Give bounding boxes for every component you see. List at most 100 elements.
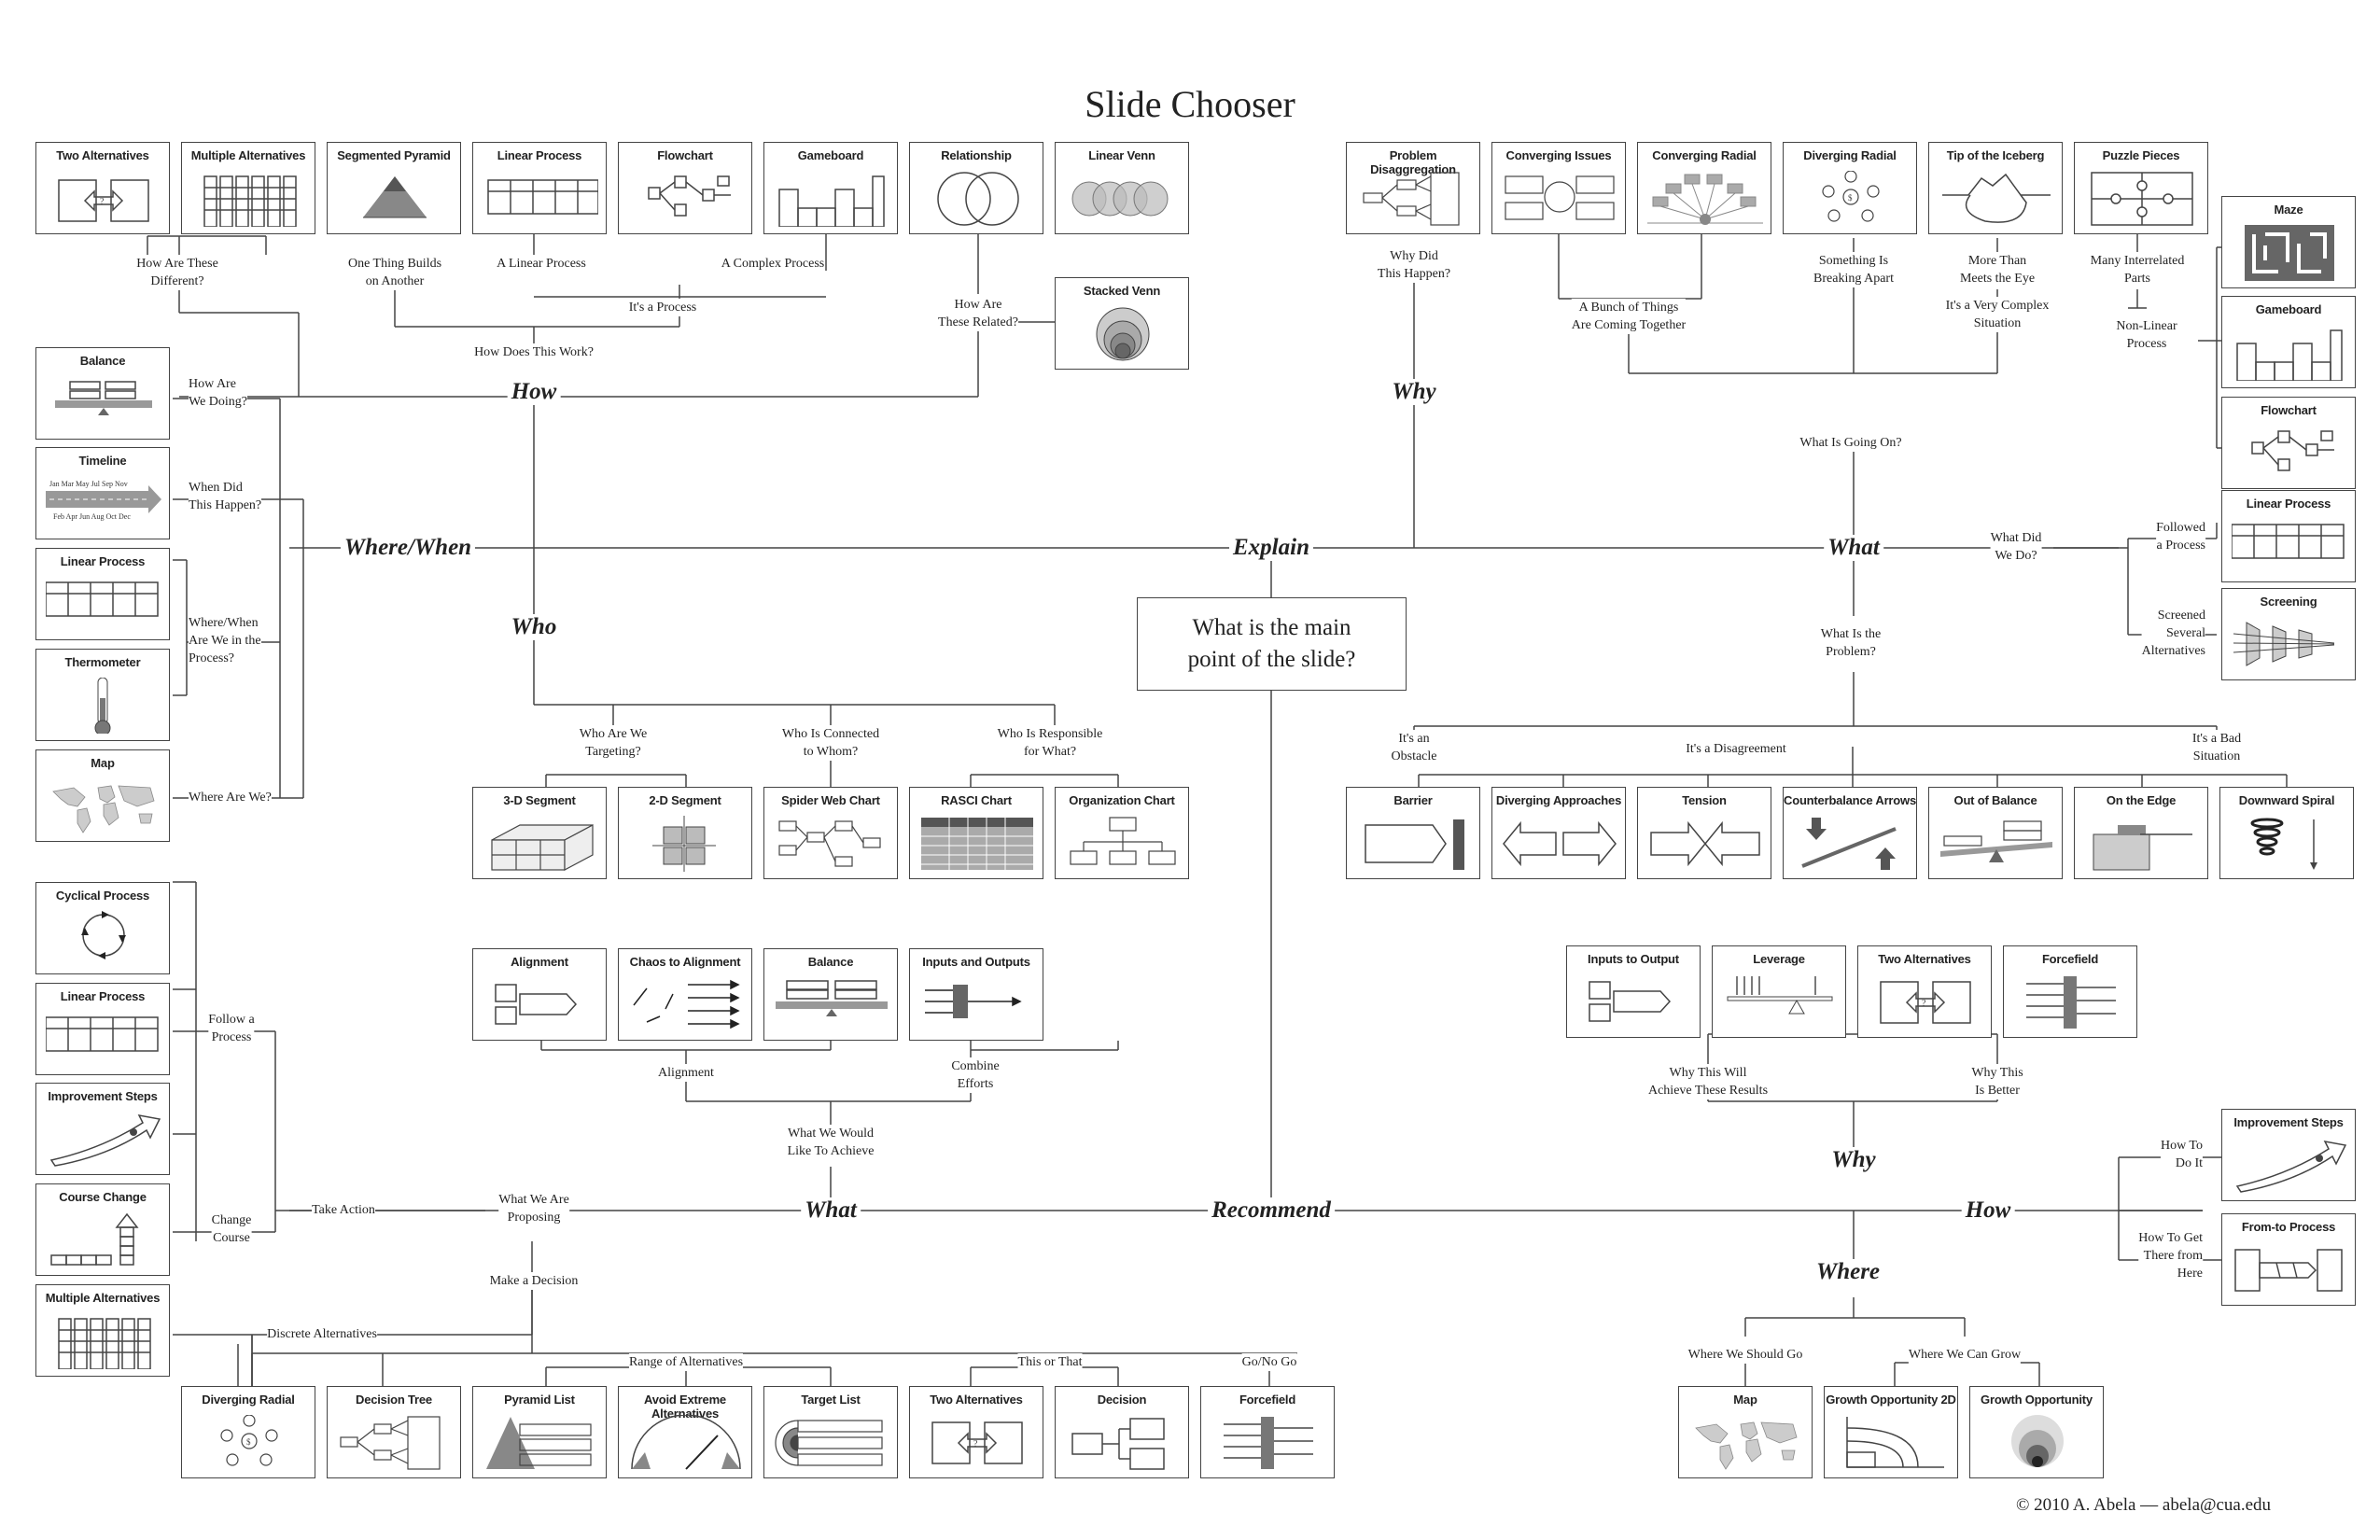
card-course-change[interactable]: Course Change xyxy=(35,1183,170,1276)
label-where-can-grow: Where We Can Grow xyxy=(1908,1346,2022,1364)
card-inputs-to-output[interactable]: Inputs to Output xyxy=(1566,945,1701,1038)
card-segmented-pyramid[interactable]: Segmented Pyramid xyxy=(327,142,461,234)
svg-text:$: $ xyxy=(1848,193,1853,203)
card-cyclical-process[interactable]: Cyclical Process xyxy=(35,882,170,974)
card-forcefield-bot[interactable]: Forcefield xyxy=(1200,1386,1335,1478)
card-linear-process-top[interactable]: Linear Process xyxy=(472,142,607,234)
label-alignment: Alignment xyxy=(658,1064,714,1082)
card-title: Leverage xyxy=(1753,952,1805,966)
card-improvement-steps-right[interactable]: Improvement Steps xyxy=(2221,1109,2356,1201)
card-leverage[interactable]: Leverage xyxy=(1712,945,1846,1038)
card-title: Stacked Venn xyxy=(1083,284,1161,298)
card-rasci[interactable]: RASCI Chart xyxy=(909,787,1043,879)
linear-process-icon xyxy=(2232,524,2345,559)
card-3d-segment[interactable]: 3-D Segment xyxy=(472,787,607,879)
card-title: Improvement Steps xyxy=(2233,1115,2344,1129)
card-gameboard-top[interactable]: Gameboard xyxy=(763,142,898,234)
card-title: Pyramid List xyxy=(504,1393,575,1407)
card-from-to-process[interactable]: From-to Process xyxy=(2221,1213,2356,1306)
card-two-alternatives-top[interactable]: Two Alternatives ? xyxy=(35,142,170,234)
flowchart-icon xyxy=(2251,430,2334,471)
card-multiple-alternatives-top[interactable]: Multiple Alternatives xyxy=(181,142,315,234)
label-why-better: Why This Is Better xyxy=(1971,1064,2023,1099)
card-map-bottom[interactable]: Map xyxy=(1678,1386,1813,1478)
card-relationship[interactable]: Relationship xyxy=(909,142,1043,234)
card-org-chart[interactable]: Organization Chart xyxy=(1055,787,1189,879)
card-balance-left[interactable]: Balance xyxy=(35,347,170,440)
card-flowchart-right[interactable]: Flowchart xyxy=(2221,397,2356,489)
card-converging-issues[interactable]: Converging Issues xyxy=(1491,142,1626,234)
card-chaos-alignment[interactable]: Chaos to Alignment xyxy=(618,948,752,1041)
label-what-problem: What Is the Problem? xyxy=(1820,625,1882,661)
diverging-arrows-icon xyxy=(1503,820,1617,867)
card-puzzle-pieces[interactable]: Puzzle Pieces xyxy=(2074,142,2208,234)
card-alignment[interactable]: Alignment xyxy=(472,948,607,1041)
card-stacked-venn[interactable]: Stacked Venn xyxy=(1055,277,1189,370)
card-title: Balance xyxy=(79,354,126,368)
card-converging-radial[interactable]: Converging Radial xyxy=(1637,142,1771,234)
card-decision[interactable]: Decision xyxy=(1055,1386,1189,1478)
gauge-icon xyxy=(631,1415,741,1470)
card-map-left[interactable]: Map xyxy=(35,749,170,842)
card-on-the-edge[interactable]: On the Edge xyxy=(2074,787,2208,879)
card-flowchart-top[interactable]: Flowchart xyxy=(618,142,752,234)
hub-how-top: How xyxy=(507,379,561,405)
card-linear-process-bl[interactable]: Linear Process xyxy=(35,983,170,1075)
card-maze[interactable]: Maze xyxy=(2221,196,2356,288)
card-problem-disagg[interactable]: Problem Disaggregation xyxy=(1346,142,1480,234)
card-downward-spiral[interactable]: Downward Spiral xyxy=(2219,787,2354,879)
label-whats-going-on: What Is Going On? xyxy=(1799,434,1902,452)
card-pyramid-list[interactable]: Pyramid List xyxy=(472,1386,607,1478)
card-forcefield-mid[interactable]: Forcefield xyxy=(2003,945,2137,1038)
card-target-list[interactable]: Target List xyxy=(763,1386,898,1478)
card-diverging-radial-top[interactable]: Diverging Radial $ xyxy=(1783,142,1917,234)
card-gameboard-right[interactable]: Gameboard xyxy=(2221,296,2356,388)
card-diverging-approaches[interactable]: Diverging Approaches xyxy=(1491,787,1626,879)
card-title: Growth Opportunity xyxy=(1981,1393,2093,1407)
card-two-alternatives-mid[interactable]: Two Alternatives ? xyxy=(1857,945,1992,1038)
card-linear-process-left[interactable]: Linear Process xyxy=(35,548,170,640)
card-two-alternatives-bot[interactable]: Two Alternatives ? xyxy=(909,1386,1043,1478)
card-growth-2d[interactable]: Growth Opportunity 2D xyxy=(1824,1386,1958,1478)
on-the-edge-icon xyxy=(2093,825,2192,871)
card-decision-tree[interactable]: Decision Tree xyxy=(327,1386,461,1478)
card-diverging-radial-bot[interactable]: Diverging Radial $ xyxy=(181,1386,315,1478)
card-2d-segment[interactable]: 2-D Segment xyxy=(618,787,752,879)
card-linear-process-right[interactable]: Linear Process xyxy=(2221,490,2356,582)
org-chart-icon xyxy=(1070,817,1176,865)
hub-what-right: What xyxy=(1824,535,1883,561)
card-avoid-extreme[interactable]: Avoid Extreme Alternatives xyxy=(618,1386,752,1478)
label-where-should-go: Where We Should Go xyxy=(1687,1346,1803,1364)
hub-where-when: Where/When xyxy=(340,535,476,561)
card-title: Decision xyxy=(1097,1393,1147,1407)
card-growth-opp[interactable]: Growth Opportunity xyxy=(1969,1386,2104,1478)
hub-why-top: Why xyxy=(1388,379,1440,405)
card-title: Maze xyxy=(2274,203,2303,217)
card-screening[interactable]: Screening xyxy=(2221,588,2356,680)
card-spider-web[interactable]: Spider Web Chart xyxy=(763,787,898,879)
card-title: Segmented Pyramid xyxy=(337,148,451,162)
card-title: Forcefield xyxy=(2041,952,2099,966)
card-linear-venn[interactable]: Linear Venn xyxy=(1055,142,1189,234)
growth-2d-icon xyxy=(1846,1417,1944,1468)
card-title: Inputs and Outputs xyxy=(922,955,1030,969)
card-title: Two Alternatives xyxy=(1878,952,1971,966)
card-out-of-balance[interactable]: Out of Balance xyxy=(1928,787,2063,879)
svg-text:$: $ xyxy=(246,1437,251,1447)
card-inputs-outputs[interactable]: Inputs and Outputs xyxy=(909,948,1043,1041)
card-improvement-steps-left[interactable]: Improvement Steps xyxy=(35,1083,170,1175)
card-counterbalance[interactable]: Counterbalance Arrows xyxy=(1783,787,1917,879)
card-tension[interactable]: Tension xyxy=(1637,787,1771,879)
label-more-than-eye: More Than Meets the Eye xyxy=(1959,252,2036,287)
diverging-radial-icon: $ xyxy=(220,1415,278,1466)
card-title: Multiple Alternatives xyxy=(45,1291,161,1305)
two-alternatives-icon: ? xyxy=(931,1421,1023,1464)
card-tip-iceberg[interactable]: Tip of the Iceberg xyxy=(1928,142,2063,234)
card-thermometer[interactable]: Thermometer xyxy=(35,649,170,741)
card-multiple-alternatives-bl[interactable]: Multiple Alternatives xyxy=(35,1284,170,1377)
label-this-or-that: This or That xyxy=(1017,1353,1083,1371)
linear-process-icon xyxy=(487,179,598,215)
card-balance-mid[interactable]: Balance xyxy=(763,948,898,1041)
card-barrier[interactable]: Barrier xyxy=(1346,787,1480,879)
